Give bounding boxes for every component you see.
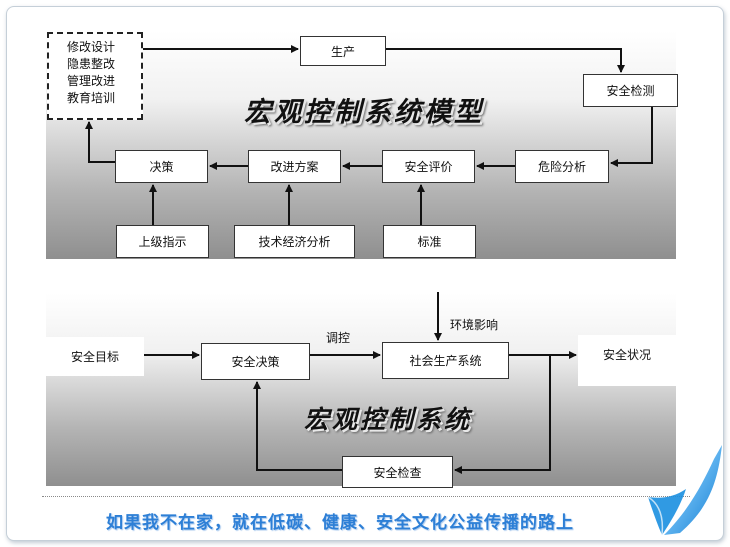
standard-box: 标准 [383, 225, 476, 258]
bottom-system-title: 宏观控制系统 [304, 405, 473, 434]
top-model-panel [46, 31, 676, 259]
footer-slogan: 如果我不在家，就在低碳、健康、安全文化公益传播的路上 [106, 513, 574, 533]
safety-check-box: 安全检查 [342, 456, 453, 488]
superior-instruction-box: 上级指示 [116, 225, 209, 258]
page-curl-icon [647, 445, 722, 536]
decision-box: 决策 [115, 150, 208, 183]
safety-status-box: 安全状况 [578, 335, 676, 386]
safety-decision-box: 安全决策 [201, 343, 310, 380]
safety-evaluation-box: 安全评价 [382, 150, 475, 183]
arrow-decision-to-measures [85, 121, 115, 163]
tech-econ-analysis-box: 技术经济分析 [234, 225, 355, 258]
arrow-production-to-inspection [386, 48, 625, 73]
measures-box: 修改设计 隐患整改 管理改进 教育培训 [47, 32, 143, 120]
improvement-plan-box: 改进方案 [248, 150, 341, 183]
social-production-system-box: 社会生产系统 [382, 342, 509, 379]
production-box: 生产 [300, 36, 386, 66]
arrow-status-to-check [454, 355, 551, 474]
regulation-label: 调控 [326, 331, 351, 345]
arrow-inspection-to-hazard [610, 107, 653, 167]
measure-item: 修改设计 [67, 40, 116, 54]
footer-divider [42, 496, 690, 497]
bottom-system-panel [46, 293, 676, 486]
measure-item: 隐患整改 [67, 57, 116, 71]
environment-influence-label: 环境影响 [450, 318, 499, 332]
measure-item: 管理改进 [67, 74, 116, 88]
measure-item: 教育培训 [67, 91, 116, 105]
safety-goal-box: 安全目标 [46, 337, 144, 376]
top-model-title: 宏观控制系统模型 [244, 97, 484, 128]
hazard-analysis-box: 危险分析 [515, 150, 609, 183]
safety-inspection-box: 安全检测 [583, 74, 678, 107]
arrow-check-to-decision [253, 381, 342, 471]
